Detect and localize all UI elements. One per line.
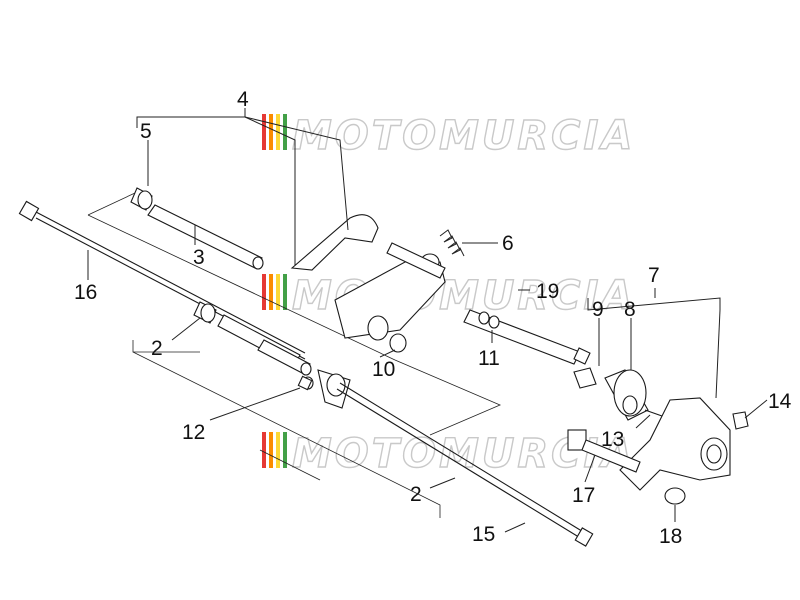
callout-18: 18: [659, 525, 682, 548]
bush-5: [130, 187, 153, 211]
callout-labels: 4 5 3 16 2 6 19 10 11 12 7 9 8 14 13 2 1…: [74, 88, 792, 548]
callout-15: 15: [472, 523, 495, 546]
callout-17: 17: [572, 484, 595, 507]
leader-lines: [87, 108, 768, 533]
callout-2b: 2: [410, 483, 422, 506]
callout-19: 19: [536, 280, 559, 303]
stud-13: [644, 409, 663, 417]
callout-12: 12: [182, 421, 205, 444]
callout-8: 8: [624, 298, 636, 321]
callout-10: 10: [372, 358, 395, 381]
arm-casting-7: [619, 397, 731, 491]
callout-3: 3: [193, 246, 205, 269]
callout-2a: 2: [151, 337, 163, 360]
spacer-9: [573, 367, 597, 389]
assembly-outline-lower: [132, 340, 441, 518]
swing-arm-bracket-4: [290, 214, 446, 353]
bracket-12: [297, 369, 351, 409]
watermark-stripes: [262, 114, 287, 150]
watermark-middle: MOTOMURCIA: [262, 272, 633, 320]
washer-18: [664, 487, 686, 505]
watermark-text: MOTOMURCIA: [292, 113, 635, 159]
upper-shaft-3: [147, 204, 264, 270]
lower-shaft-2: [217, 314, 312, 376]
callout-5: 5: [140, 120, 152, 143]
callout-16: 16: [74, 281, 97, 304]
bolt-17: [567, 429, 641, 473]
callout-13: 13: [601, 428, 624, 451]
callout-6: 6: [502, 232, 514, 255]
washer-11: [478, 311, 500, 329]
callout-4: 4: [237, 88, 249, 111]
nut-14: [732, 411, 749, 430]
callout-11: 11: [478, 347, 500, 370]
lower-bolt-15: [336, 382, 594, 547]
spring-6: [439, 229, 465, 257]
assembly-outline-upper: [87, 192, 502, 436]
silent-block-8: [604, 369, 649, 421]
bush-2: [193, 301, 217, 324]
callout-14: 14: [768, 390, 792, 413]
callout-9: 9: [592, 298, 604, 321]
callout-7: 7: [648, 264, 660, 287]
watermark-top: MOTOMURCIA: [262, 112, 635, 160]
